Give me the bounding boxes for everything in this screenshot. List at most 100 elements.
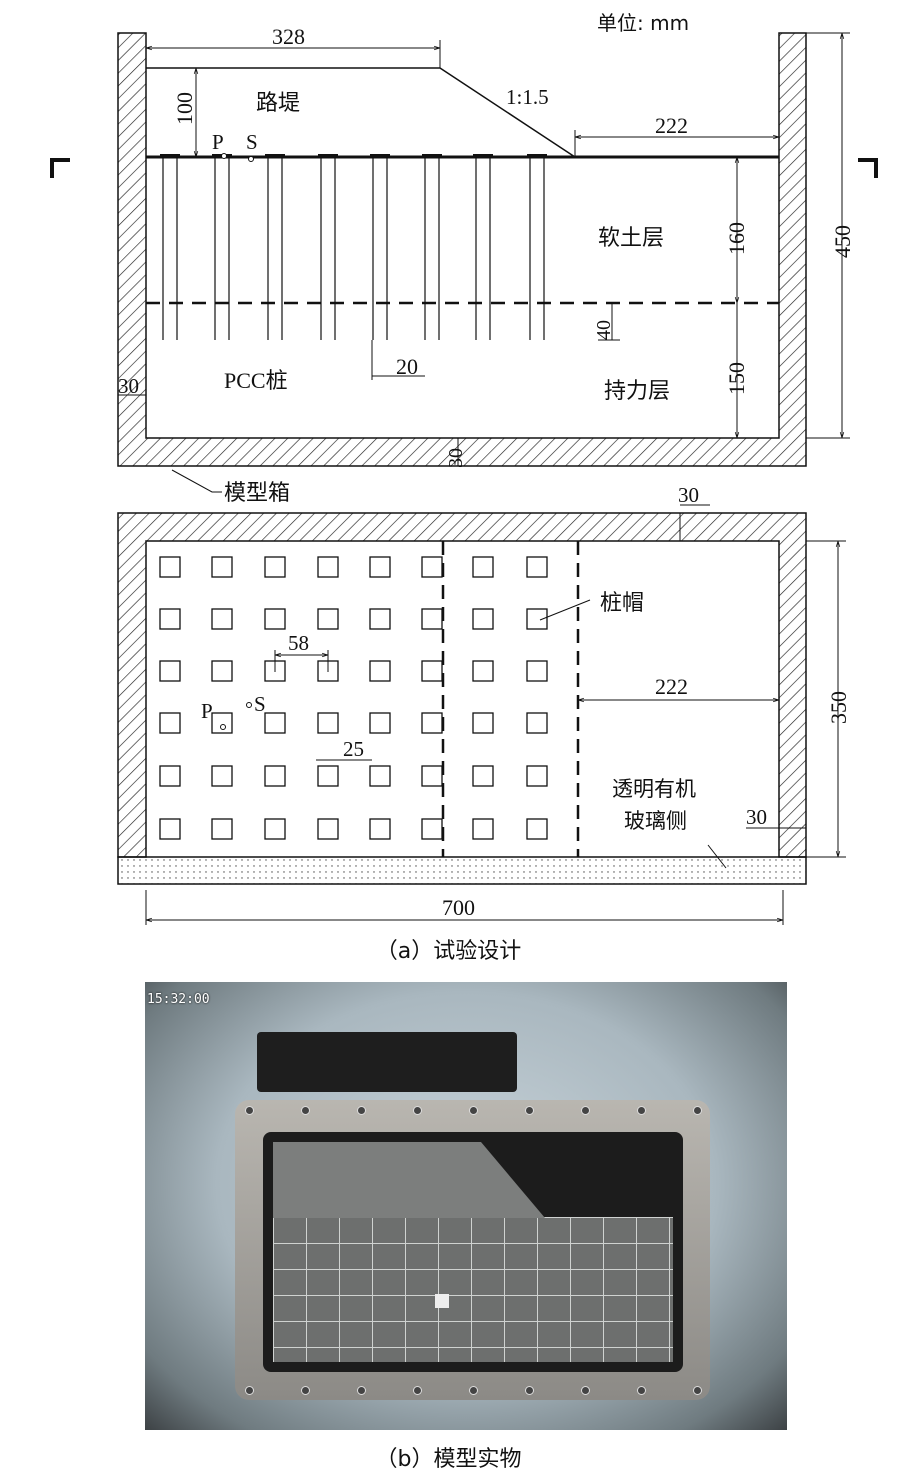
model-box-walls — [117, 32, 807, 467]
marker-p: P — [212, 130, 224, 154]
pile-cap — [422, 154, 442, 158]
pile-cap-square — [421, 608, 443, 630]
section-corner-left — [50, 158, 70, 178]
bolt-icon — [301, 1106, 310, 1115]
pile-cap-square — [159, 556, 181, 578]
bolt-icon — [637, 1386, 646, 1395]
bolt-icon — [301, 1386, 310, 1395]
pile-cap-square — [421, 818, 443, 840]
pile-cap-square — [526, 608, 548, 630]
pile-cap-square — [369, 608, 391, 630]
pile-cap-square — [526, 712, 548, 734]
bolt-icon — [357, 1106, 366, 1115]
pile-cap-square — [421, 712, 443, 734]
section-corner-right — [858, 158, 878, 178]
pile-cap-square — [159, 608, 181, 630]
pile-cap-square — [211, 608, 233, 630]
pile-cap-grid — [159, 556, 548, 840]
pile-cap-square — [211, 712, 233, 734]
dim-cap: 25 — [343, 737, 364, 761]
bolt-icon — [581, 1386, 590, 1395]
pile-cap-square — [159, 765, 181, 787]
dim-wall-right: 30 — [746, 805, 767, 829]
pile-cap-square — [472, 765, 494, 787]
pile-cap-square — [526, 556, 548, 578]
slope-label: 1:1.5 — [506, 85, 549, 109]
pile-cap-square — [264, 608, 286, 630]
plan-box-walls — [117, 512, 807, 858]
pile — [318, 154, 338, 340]
pile-cap-square — [264, 712, 286, 734]
marker-s: S — [246, 130, 258, 154]
pile — [265, 154, 285, 340]
dim-embankment-height: 100 — [172, 92, 197, 125]
pile — [473, 154, 493, 340]
embankment-outline — [146, 67, 576, 158]
pile — [422, 154, 442, 340]
pile-cap-square — [421, 660, 443, 682]
pile-cap-square — [472, 712, 494, 734]
pile-cap-square — [526, 660, 548, 682]
dim-soft-soil: 160 — [724, 222, 749, 255]
caption-b: （b）模型实物 — [375, 1447, 522, 1472]
bolt-icon — [525, 1386, 534, 1395]
bolt-icon — [469, 1386, 478, 1395]
dim-embed: 40 — [593, 320, 615, 340]
bolt-icon — [469, 1106, 478, 1115]
dim-box-height: 450 — [830, 225, 855, 258]
pile-cap — [265, 154, 285, 158]
bolt-icon — [245, 1386, 254, 1395]
bearing-label: 持力层 — [604, 379, 670, 404]
pile-cap-square — [159, 818, 181, 840]
dim-length: 700 — [442, 895, 475, 920]
cross-section: 单位: mm 328 100 1:1.5 路堤 222 P S 软土层 160 … — [50, 11, 878, 506]
dim-bearing: 150 — [724, 362, 749, 395]
pile-cap — [527, 154, 547, 158]
pile-cap-square — [369, 660, 391, 682]
units-label: 单位: mm — [597, 11, 689, 35]
pile-cap-square — [317, 712, 339, 734]
pile-cap-square — [472, 660, 494, 682]
timestamp: 15:32:00 — [147, 992, 210, 1007]
loading-frame — [257, 1032, 517, 1092]
pile-cap-square — [317, 556, 339, 578]
dim-pile-dia: 20 — [396, 354, 418, 379]
model-box-label: 模型箱 — [224, 481, 290, 506]
pile-cap-square — [317, 818, 339, 840]
pile-cap-square — [472, 818, 494, 840]
bolt-icon — [693, 1106, 702, 1115]
dim-width: 350 — [826, 691, 851, 724]
bolt-icon — [637, 1106, 646, 1115]
pile — [160, 154, 180, 340]
bolt-icon — [245, 1106, 254, 1115]
pile-cap-square — [317, 608, 339, 630]
pile — [527, 154, 547, 340]
pile — [212, 154, 232, 340]
pile-cap-square — [526, 765, 548, 787]
pile-cap-square — [472, 608, 494, 630]
pile-cap-square — [369, 712, 391, 734]
pile-cap-square — [159, 660, 181, 682]
pile-cap-square — [369, 765, 391, 787]
pile-label: PCC桩 — [224, 368, 288, 393]
pile-cap — [318, 154, 338, 158]
pile-cap — [473, 154, 493, 158]
glass-label-line1: 透明有机 — [612, 777, 696, 801]
pile-cap-square — [159, 712, 181, 734]
dim-wall-bottom: 30 — [445, 448, 467, 468]
embankment-label: 路堤 — [256, 91, 300, 116]
bolt-icon — [525, 1106, 534, 1115]
pile-cap-square — [369, 556, 391, 578]
pile-cap — [370, 154, 390, 158]
pile — [370, 154, 390, 340]
test-design-diagram: 单位: mm 328 100 1:1.5 路堤 222 P S 软土层 160 … — [50, 11, 878, 925]
bolt-icon — [413, 1106, 422, 1115]
pile-cap-square — [211, 556, 233, 578]
dim-right-gap: 222 — [655, 113, 688, 138]
pile-cap-square — [264, 556, 286, 578]
dim-spacing: 58 — [288, 631, 309, 655]
pile-cap-square — [211, 818, 233, 840]
pile-group — [160, 154, 547, 340]
glass-label-line2: 玻璃侧 — [624, 809, 687, 833]
pile-cap — [160, 154, 180, 158]
